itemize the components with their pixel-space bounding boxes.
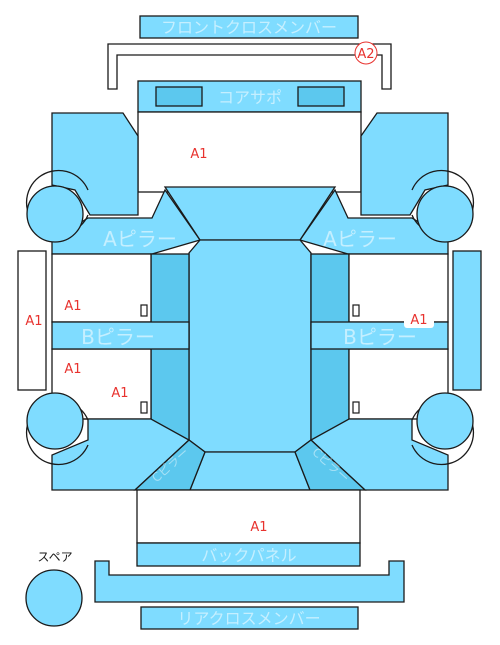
front-cross-member-label: フロントクロスメンバー bbox=[161, 18, 337, 37]
a1-front-floor-label: A1 bbox=[190, 147, 207, 162]
front-floor-area bbox=[137, 111, 362, 193]
rear-window bbox=[189, 451, 311, 491]
left-inner-rocker bbox=[150, 253, 190, 447]
left-a-pillar-label: Aピラー bbox=[103, 227, 177, 251]
rear-floor-area bbox=[136, 489, 361, 544]
right-b-pillar-label: Bピラー bbox=[343, 325, 417, 349]
core-support-left-box bbox=[155, 86, 203, 107]
spare-tire bbox=[25, 569, 83, 627]
rear-bumper bbox=[94, 560, 405, 603]
a1-left-bottom-label: A1 bbox=[111, 386, 128, 401]
left-b-pillar bbox=[51, 321, 190, 350]
spare-label: スペア bbox=[37, 550, 72, 564]
a2-grade-label: A2 bbox=[357, 47, 374, 62]
left-rear-wheel bbox=[25, 392, 89, 466]
a1-right-door-label: A1 bbox=[410, 313, 427, 328]
back-panel-label: バックパネル bbox=[201, 546, 296, 565]
a1-left-lower-label: A1 bbox=[64, 362, 81, 377]
roof-panel bbox=[188, 239, 312, 453]
front-cross-member bbox=[139, 15, 359, 39]
left-front-hinge-marker bbox=[140, 304, 148, 317]
right-front-wheel bbox=[411, 169, 475, 243]
rear-cross-member bbox=[140, 606, 359, 630]
left-b-pillar-label: Bピラー bbox=[81, 325, 155, 349]
left-front-door-area bbox=[51, 253, 152, 323]
left-rear-quarter bbox=[51, 418, 191, 491]
left-side-sill bbox=[17, 250, 47, 391]
right-rear-wheel bbox=[411, 392, 475, 466]
rear-cross-member-label: リアクロスメンバー bbox=[177, 609, 320, 628]
right-a-pillar-label: Aピラー bbox=[323, 227, 397, 251]
right-rear-hinge-marker bbox=[352, 401, 360, 414]
right-front-hinge-marker bbox=[352, 304, 360, 317]
right-inner-rocker bbox=[310, 253, 350, 447]
right-front-fender bbox=[360, 112, 449, 216]
right-b-pillar bbox=[310, 321, 449, 350]
core-support-label: コアサポ bbox=[218, 88, 282, 107]
right-side-sill bbox=[452, 250, 482, 391]
a1-left-side-label: A1 bbox=[25, 314, 42, 329]
a2-grade-circle bbox=[354, 41, 378, 65]
right-c-pillar bbox=[294, 439, 367, 491]
a1-left-upper-label: A1 bbox=[64, 299, 81, 314]
left-front-wheel bbox=[25, 169, 89, 243]
left-rear-hinge-marker bbox=[140, 401, 148, 414]
a1-right-door-badge bbox=[404, 310, 434, 328]
back-panel bbox=[136, 542, 361, 567]
a1-rear-label: A1 bbox=[250, 520, 267, 535]
core-support-right-box bbox=[297, 86, 345, 107]
right-a-pillar bbox=[298, 188, 449, 255]
